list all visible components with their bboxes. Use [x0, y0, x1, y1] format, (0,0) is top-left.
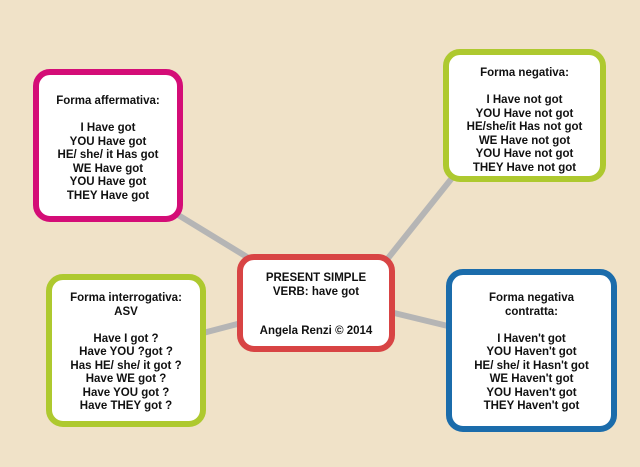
node-lines: Have I got ?Have YOU ?got ?Has HE/ she/ …: [52, 333, 200, 414]
text-line: YOU Haven't got: [486, 386, 577, 399]
text-line: Have WE got ?: [85, 373, 167, 385]
text-line: Forma affermativa:: [56, 95, 160, 107]
text-line: Has HE/ she/ it got ?: [70, 359, 182, 372]
text-line: WE Haven't got: [489, 373, 574, 385]
text-line: HE/she/it Has not got: [466, 121, 583, 133]
text-line: Forma interrogativa:: [70, 292, 182, 304]
connector-center-contracted: [387, 309, 455, 330]
text-line: Forma negativa:: [480, 67, 569, 79]
text-line: contratta:: [504, 305, 559, 318]
text-line: I Haven't got: [497, 332, 566, 345]
text-line: YOU Have got: [69, 176, 147, 188]
text-line: Have YOU ?got ?: [79, 346, 173, 358]
text-line: Have I got ?: [93, 332, 159, 345]
text-line: YOU Have not got: [475, 148, 574, 160]
text-line: THEY Have not got: [472, 161, 577, 174]
text-line: YOU Haven't got: [486, 346, 577, 358]
node-title: Forma affermativa:: [39, 95, 177, 109]
connector-negative-center: [382, 175, 455, 265]
node-title: Forma negativa:: [449, 67, 600, 81]
text-line: THEY Haven't got: [483, 400, 580, 412]
text-line: PRESENT SIMPLE: [265, 272, 367, 284]
text-line: THEY Have got: [66, 189, 150, 202]
text-line: VERB: have got: [272, 285, 360, 298]
text-line: I Have got: [80, 122, 136, 134]
text-line: Forma negativa: [489, 292, 574, 304]
text-line: Have THEY got ?: [79, 400, 173, 412]
text-line: ASV: [114, 305, 138, 318]
text-line: I Have not got: [486, 94, 563, 106]
text-line: YOU Have not got: [475, 107, 574, 120]
text-line: HE/ she/ it Has got: [57, 149, 159, 161]
credit-line: Angela Renzi © 2014: [259, 325, 373, 337]
text-line: WE Have got: [72, 162, 144, 175]
text-line: WE Have not got: [478, 134, 571, 147]
text-line: HE/ she/ it Hasn't got: [474, 359, 589, 372]
node-interrogative: Forma interrogativa:ASV Have I got ?Have…: [46, 274, 206, 427]
text-line: Have YOU got ?: [82, 386, 170, 399]
node-title: Forma interrogativa:ASV: [52, 292, 200, 319]
text-line: YOU Have got: [69, 135, 147, 148]
